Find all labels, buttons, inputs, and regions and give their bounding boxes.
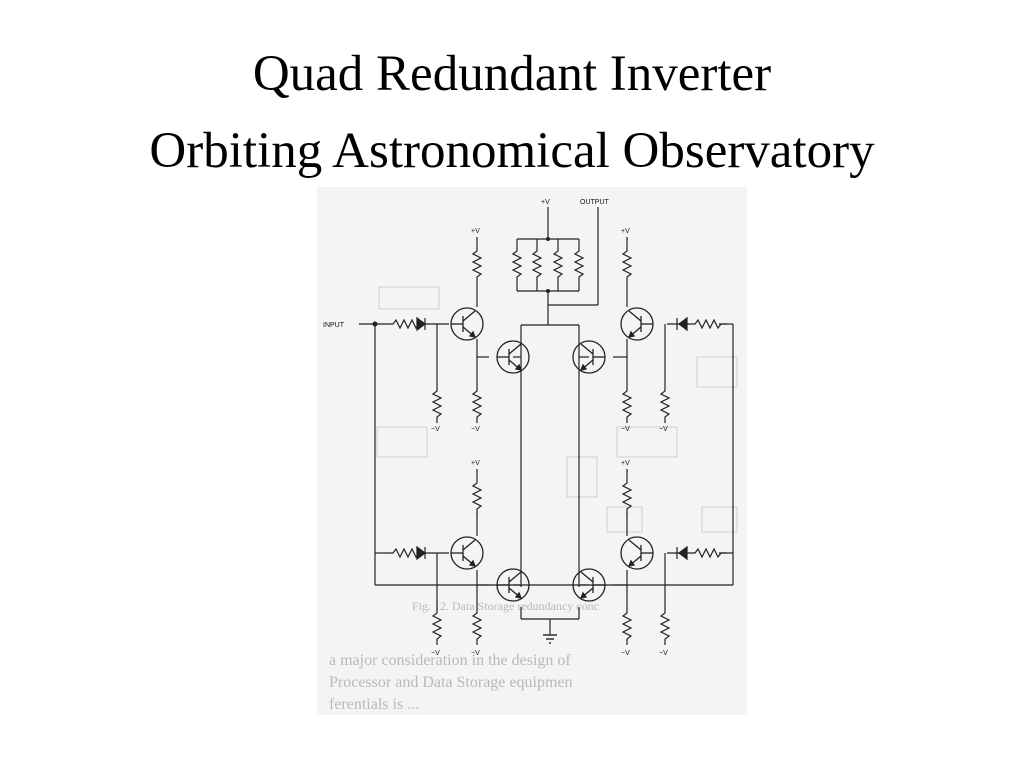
- slide-title-line-1: Quad Redundant Inverter: [252, 46, 772, 102]
- minus-v-label-7: −V: [621, 650, 630, 657]
- transistors: [450, 307, 654, 602]
- bleed-through-text: Fig. 12. Data Storage redundancy conc a …: [329, 599, 599, 713]
- input-diodes: [416, 316, 688, 561]
- ground-symbol: [543, 634, 557, 644]
- plus-v-label-ur: +V: [621, 228, 630, 235]
- schematic-scan: Fig. 12. Data Storage redundancy conc a …: [317, 187, 747, 715]
- minus-v-label-2: −V: [471, 426, 480, 433]
- minus-v-label-8: −V: [659, 650, 668, 657]
- bleed-line-1: a major consideration in the design of: [329, 652, 571, 669]
- minus-v-label-3: −V: [621, 426, 630, 433]
- bleed-caption: Fig. 12. Data Storage redundancy conc: [412, 599, 599, 613]
- bleed-line-2: Processor and Data Storage equipmen: [329, 674, 572, 691]
- slide-title-line-2: Orbiting Astronomical Observatory: [149, 123, 875, 179]
- minus-v-label-1: −V: [431, 426, 440, 433]
- top-plus-v-label: +V: [541, 199, 550, 206]
- input-node: [372, 321, 378, 327]
- load-resistor-bank: [512, 244, 584, 284]
- quad-redundant-inverter-schematic: Fig. 12. Data Storage redundancy conc a …: [323, 199, 738, 713]
- minus-v-label-6: −V: [471, 650, 480, 657]
- plus-v-label-ll: +V: [471, 460, 480, 467]
- bleed-through-boxes: [376, 286, 738, 533]
- input-label: INPUT: [323, 322, 345, 329]
- circuit-wires: [359, 207, 734, 635]
- plus-v-label-lr: +V: [621, 460, 630, 467]
- minus-v-label-5: −V: [431, 650, 440, 657]
- output-label: OUTPUT: [580, 199, 610, 206]
- minus-v-label-4: −V: [659, 426, 668, 433]
- plus-v-label-ul: +V: [471, 228, 480, 235]
- bleed-line-3: ferentials is ...: [329, 696, 419, 713]
